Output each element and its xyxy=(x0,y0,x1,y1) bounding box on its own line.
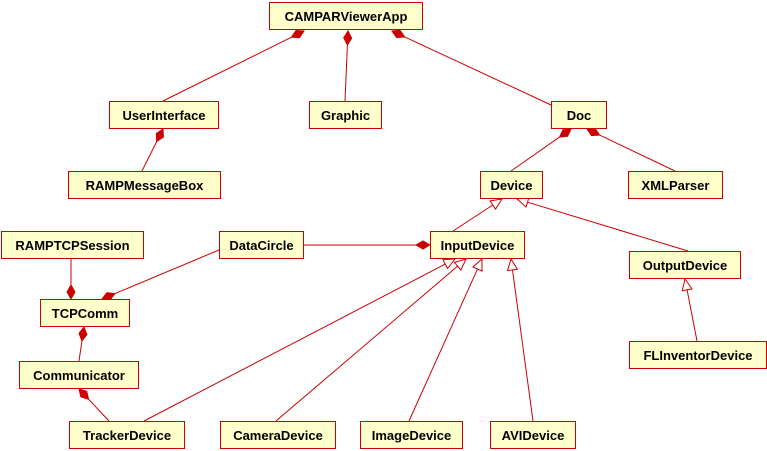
class-label: UserInterface xyxy=(122,107,206,123)
class-label: TrackerDevice xyxy=(82,427,172,443)
class-label: AVIDevice xyxy=(501,427,565,443)
edge-trackerdevice-inputdevice xyxy=(143,258,457,422)
class-label: DataCircle xyxy=(229,237,294,253)
edge-imagedevice-inputdevice xyxy=(408,257,483,422)
class-label: TCPComm xyxy=(51,305,119,321)
edge-doc-camparviewerapp xyxy=(391,29,552,106)
edge-flinventordevice-outputdevice xyxy=(681,277,698,342)
class-label: OutputDevice xyxy=(642,257,728,273)
class-avidevice: AVIDevice xyxy=(490,421,576,449)
class-doc: Doc xyxy=(551,101,607,129)
class-userinterface: UserInterface xyxy=(109,101,219,129)
composition-diamond xyxy=(391,29,406,39)
composition-diamond xyxy=(558,128,572,138)
composition-diamond xyxy=(78,326,88,342)
composition-diamond xyxy=(414,240,432,250)
class-label: RAMPTCPSession xyxy=(15,237,130,253)
class-inputdevice: InputDevice xyxy=(430,231,525,259)
class-label: FLInventorDevice xyxy=(643,347,753,363)
inheritance-arrowhead xyxy=(442,258,457,270)
inheritance-arrowhead xyxy=(453,258,467,271)
class-label: Device xyxy=(490,177,533,193)
edge-inputdevice-device xyxy=(452,198,504,232)
composition-diamond xyxy=(155,128,164,143)
edge-communicator-tcpcomm xyxy=(78,326,88,362)
composition-diamond xyxy=(586,127,601,137)
edge-ramptcpsession-tcpcomm xyxy=(66,259,76,301)
class-label: CameraDevice xyxy=(233,427,323,443)
class-label: Doc xyxy=(566,107,592,123)
class-ramptcpsession: RAMPTCPSession xyxy=(1,231,144,259)
class-datacircle: DataCircle xyxy=(219,231,304,259)
inheritance-arrowhead xyxy=(472,257,483,272)
class-cameradevice: CameraDevice xyxy=(220,421,336,449)
composition-diamond xyxy=(343,29,353,46)
class-outputdevice: OutputDevice xyxy=(629,251,741,279)
class-trackerdevice: TrackerDevice xyxy=(69,421,185,449)
composition-diamond xyxy=(66,283,76,301)
class-camparviewerapp: CAMPARViewerApp xyxy=(269,2,423,30)
class-rampmessagebox: RAMPMessageBox xyxy=(68,171,221,199)
edge-device-doc xyxy=(510,128,572,172)
inheritance-arrowhead xyxy=(681,277,693,292)
inheritance-arrowhead xyxy=(506,257,519,272)
class-label: XMLParser xyxy=(641,177,710,193)
class-label: Graphic xyxy=(320,107,371,123)
class-label: RAMPMessageBox xyxy=(85,177,204,193)
class-imagedevice: ImageDevice xyxy=(360,421,463,449)
edge-xmlparser-doc xyxy=(586,127,676,172)
class-device: Device xyxy=(480,171,543,199)
edge-avidevice-inputdevice xyxy=(506,257,534,422)
edge-cameradevice-inputdevice xyxy=(275,258,467,422)
edge-rampmessagebox-userinterface xyxy=(141,128,164,172)
class-graphic: Graphic xyxy=(309,101,382,129)
edge-graphic-camparviewerapp xyxy=(343,29,353,102)
class-tcpcomm: TCPComm xyxy=(40,299,130,327)
class-label: CAMPARViewerApp xyxy=(284,8,408,24)
edge-trackerdevice-communicator xyxy=(78,388,110,422)
class-label: Communicator xyxy=(33,367,125,383)
class-xmlparser: XMLParser xyxy=(628,171,723,199)
composition-diamond xyxy=(78,388,90,400)
class-label: InputDevice xyxy=(440,237,515,253)
class-label: ImageDevice xyxy=(371,427,452,443)
edge-datacircle-inputdevice xyxy=(304,240,432,250)
composition-diamond xyxy=(290,30,305,39)
edge-userinterface-camparviewerapp xyxy=(162,30,305,102)
class-communicator: Communicator xyxy=(19,361,139,389)
edge-outputdevice-device xyxy=(515,196,689,252)
inheritance-arrowhead xyxy=(489,198,504,211)
class-flinventordevice: FLInventorDevice xyxy=(629,341,767,369)
